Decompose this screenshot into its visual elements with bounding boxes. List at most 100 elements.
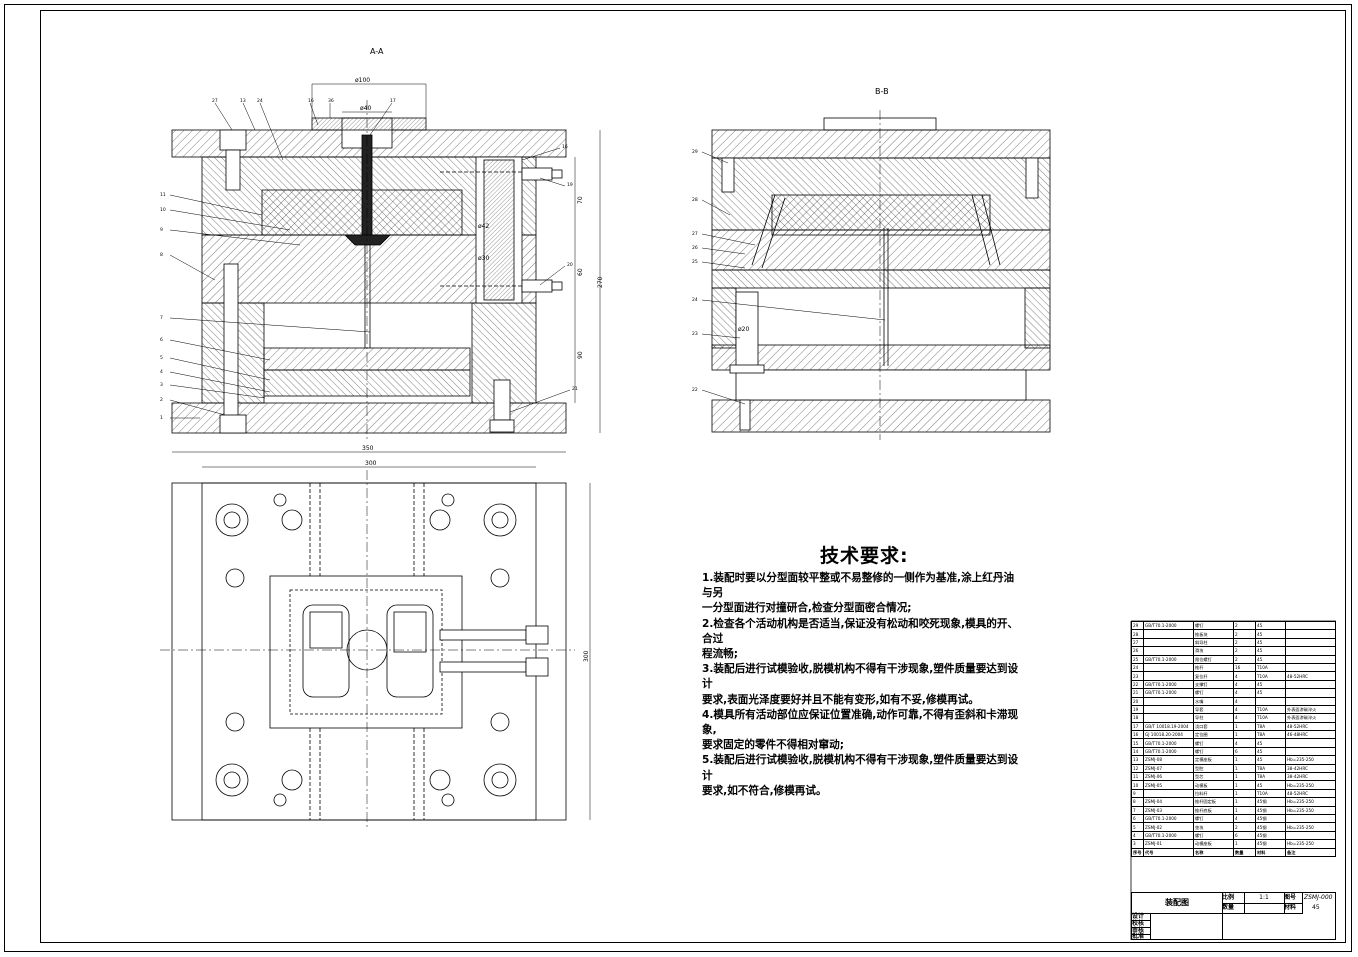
- bom-cell: [1143, 646, 1194, 656]
- bom-cell: [1285, 637, 1336, 648]
- bom-cell: [1143, 671, 1194, 681]
- bom-cell: T10A: [1255, 662, 1286, 673]
- dim-h90: 90: [577, 351, 584, 359]
- bom-cell: 45钢: [1255, 805, 1286, 816]
- bom-cell: ZSMJ-01: [1143, 839, 1194, 849]
- bom-cell: 13: [1131, 755, 1144, 765]
- label-9: 9: [160, 227, 163, 233]
- bom-cell: 推板块: [1193, 629, 1234, 639]
- bom-cell: Hb=235-250: [1285, 797, 1336, 807]
- bom-cell: 浇口套: [1193, 721, 1234, 732]
- tech-line-9: 5.装配后进行试模验收,脱模机构不得有干涉现象,塑件质量要达到设计: [702, 754, 1019, 782]
- bom-cell: 45: [1255, 637, 1286, 648]
- tech-line-6: 要求,表面光泽度要好并且不能有变形,如有不妥,修模再试。: [702, 693, 979, 706]
- label-24b: 24: [692, 297, 698, 303]
- label-6: 6: [160, 337, 163, 343]
- bom-cell: [1285, 662, 1336, 673]
- label-27: 27: [212, 98, 218, 104]
- tech-line-1: 1.装配时要以分型面较平整或不易整修的一侧作为基准,涂上红丹油与另: [702, 572, 1015, 600]
- bom-cell: 45钢: [1255, 797, 1286, 807]
- bom-cell: 48-52HRC: [1285, 788, 1336, 799]
- bom-cell: 2: [1233, 654, 1256, 664]
- bom-cell: GJ 10018.20-2004: [1143, 730, 1194, 740]
- bom-cell: 1: [1233, 805, 1256, 816]
- bom-cell: 45: [1255, 738, 1286, 748]
- bom-cell: T8A: [1255, 772, 1286, 782]
- bom-cell: 15: [1131, 738, 1144, 748]
- bom-cell: T10A: [1255, 788, 1286, 799]
- section-aa-view: A-A: [169, 47, 604, 440]
- bom-cell: ZSMJ-08: [1143, 755, 1194, 765]
- dim-d20: ø20: [738, 326, 749, 333]
- bom-cell: 45: [1255, 688, 1286, 698]
- bom-cell: Hb=235-250: [1285, 780, 1336, 790]
- label-16: 16: [308, 98, 314, 104]
- title-role-values: [1150, 913, 1223, 940]
- tech-line-3: 2.检查各个活动机构是否适当,保证没有松动和咬死现象,模具的开、合过: [702, 617, 1019, 645]
- dim-h70: 70: [577, 196, 584, 204]
- bom-cell: 18: [1131, 713, 1144, 723]
- bom-cell: 7: [1131, 805, 1144, 816]
- bom-cell: 推杆: [1193, 662, 1234, 673]
- bom-cell: 螺钉: [1193, 620, 1234, 631]
- tech-line-8: 要求固定的零件不得相对窜动;: [702, 739, 844, 752]
- bom-cell: [1143, 637, 1194, 648]
- label-13: 13: [240, 98, 246, 104]
- label-20: 20: [567, 262, 573, 268]
- bom-cell: 1: [1233, 797, 1256, 807]
- bom-header-row: 序号 代号 名称 数量 材料 备注: [1131, 847, 1336, 857]
- bom-cell: [1285, 679, 1336, 690]
- title-block: 装配图 比例 1:1 图号 ZSMJ-000 数量 材料 45 设计 校核 审核…: [1131, 892, 1336, 940]
- bom-header-cell: 数量: [1233, 847, 1256, 857]
- bom-cell: [1285, 629, 1336, 639]
- bom-cell: 复位杆: [1193, 671, 1234, 681]
- bom-cell: Hb=235-250: [1285, 755, 1336, 765]
- bom-cell: 1: [1233, 730, 1256, 740]
- plan-view: 350 300 300: [160, 445, 591, 830]
- bom-cell: 螺钉: [1193, 813, 1234, 824]
- label-22: 22: [692, 387, 698, 393]
- drawing-border-outer: [4, 4, 1352, 952]
- label-10: 10: [160, 207, 166, 213]
- bom-cell: ZSMJ-02: [1143, 822, 1194, 832]
- bom-cell: [1255, 696, 1286, 706]
- bom-cell: 45: [1255, 755, 1286, 765]
- bom-cell: 型芯: [1193, 772, 1234, 782]
- bom-cell: [1143, 662, 1194, 673]
- bom-cell: 4: [1233, 679, 1256, 690]
- bom-cell: 螺钉: [1193, 738, 1234, 748]
- bom-cell: 16: [1233, 662, 1256, 673]
- bom-cell: 45: [1255, 780, 1286, 790]
- bom-cell: [1285, 646, 1336, 656]
- bom-cell: 6: [1131, 813, 1144, 824]
- title-scale-value: 1:1: [1244, 893, 1285, 904]
- bom-cell: 2: [1233, 637, 1256, 648]
- bom-cell: Hb=235-250: [1285, 822, 1336, 832]
- bom-cell: 限位螺钉: [1193, 654, 1234, 664]
- part-labels-aa: 11 10 9 8 7 6 5 4 3 2 1 27 13 24 16 36 1…: [160, 98, 578, 421]
- bom-cell: 1: [1233, 839, 1256, 849]
- bom-cell: 20: [1131, 696, 1144, 706]
- bom-cell: 19: [1131, 704, 1144, 715]
- bom-header-cell: 序号: [1131, 847, 1144, 857]
- bom-cell: 4: [1233, 813, 1256, 824]
- bom-cell: 38-42HRC: [1285, 772, 1336, 782]
- bom-cell: 4: [1131, 830, 1144, 841]
- tech-line-10: 要求,如不符合,修模再试。: [702, 784, 827, 797]
- bom-cell: 螺钉: [1193, 688, 1234, 698]
- bom-header-cell: 备注: [1285, 847, 1336, 857]
- bom-cell: [1143, 788, 1194, 799]
- bom-cell: T10A: [1255, 704, 1286, 715]
- bom-cell: [1143, 696, 1194, 706]
- label-25: 25: [692, 259, 698, 265]
